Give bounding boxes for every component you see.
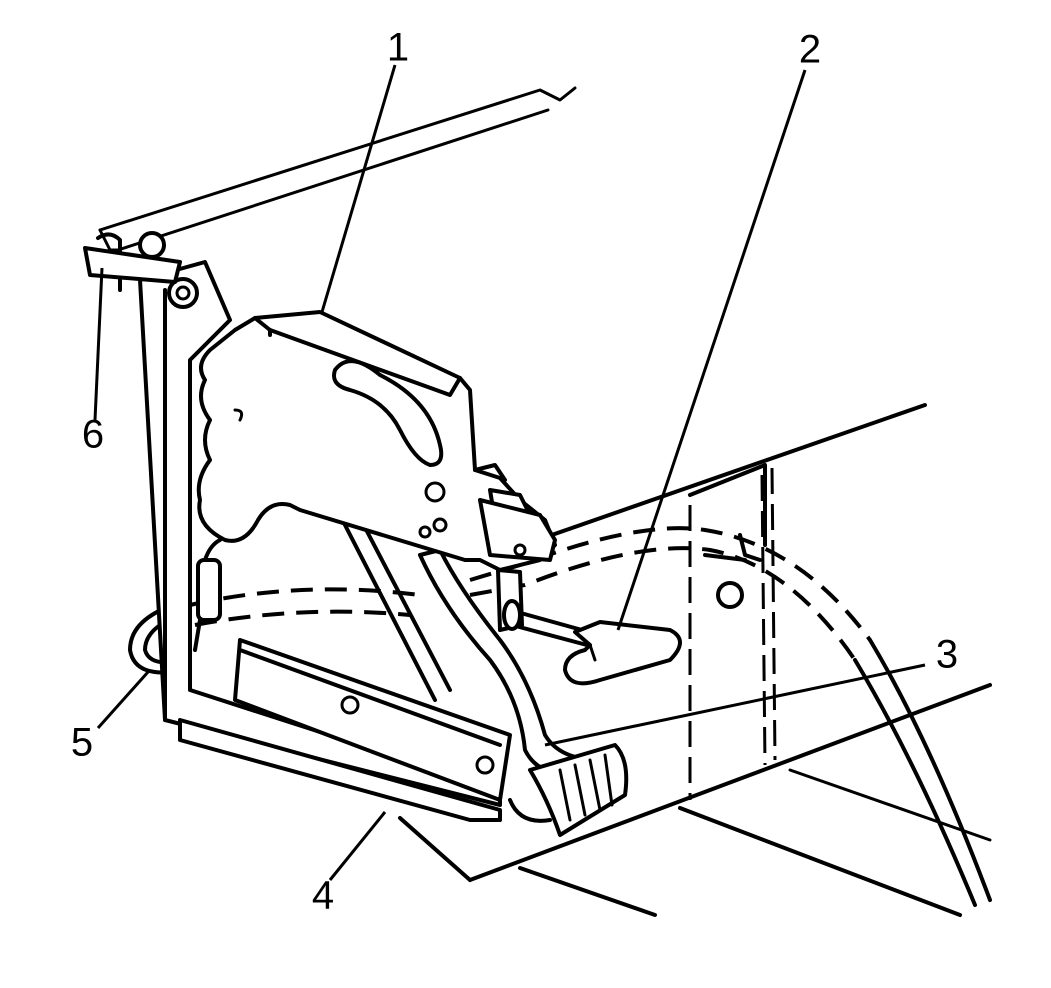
panel-bolts [703,533,762,609]
dash-panel-outline [98,86,992,917]
callout-1: 1 [387,26,409,70]
leader-4 [328,811,387,881]
callout-2: 2 [799,28,821,72]
ratchet-housing [196,310,557,632]
callout-6: 6 [82,413,104,457]
leader-6 [93,267,104,421]
brake-pedal [343,516,629,837]
leader-5 [96,671,150,729]
leader-lines [93,64,926,881]
callout-3: 3 [936,633,958,677]
leader-1 [320,64,397,313]
hidden-cable-route [189,467,992,907]
leader-2 [616,69,807,631]
leader-3 [544,663,926,747]
release-handle [502,599,682,686]
callout-labels: 1 2 3 4 5 6 [71,26,958,918]
mounting-bar [178,638,512,822]
callout-4: 4 [312,874,334,918]
callout-5: 5 [71,721,93,765]
